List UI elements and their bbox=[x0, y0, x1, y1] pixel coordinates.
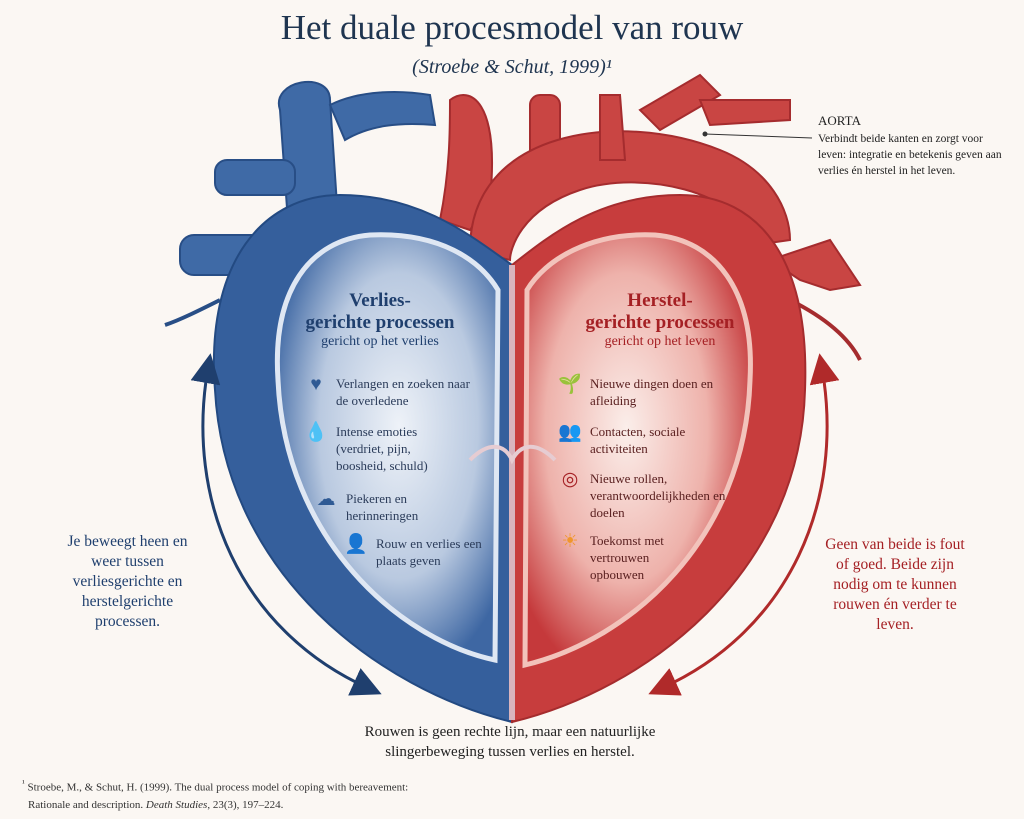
loss-item: ♥ Verlangen en zoeken naar de overledene bbox=[304, 375, 484, 409]
restoration-heading-line-2: gerichte processen bbox=[585, 312, 735, 333]
restoration-item: 🌱 Nieuwe dingen doen en afleiding bbox=[558, 375, 728, 409]
loss-subheading: gericht op het verlies bbox=[321, 334, 439, 349]
loss-heading: Verlies- gerichte processen gericht op h… bbox=[290, 290, 470, 350]
restoration-item: ◎ Nieuwe rollen, verantwoordelijkheden e… bbox=[558, 470, 748, 521]
loss-heading-line-2: gerichte processen bbox=[305, 312, 455, 333]
oscillation-arrow-left bbox=[190, 353, 382, 696]
aorta-callout-line bbox=[704, 133, 813, 139]
restoration-item: 👥 Contacten, sociale activiteiten bbox=[558, 423, 728, 457]
person-icon: 👤 bbox=[344, 534, 368, 555]
oscillation-arrow-right bbox=[648, 353, 840, 696]
left-note: Je beweegt heen en weer tussen verliesge… bbox=[67, 533, 188, 630]
footnote: ¹ Stroebe, M., & Schut, H. (1999). The d… bbox=[22, 775, 408, 814]
sun-icon: ☀ bbox=[561, 531, 579, 552]
target-icon: ◎ bbox=[561, 469, 579, 490]
bottom-note: Rouwen is geen rechte lijn, maar een nat… bbox=[364, 724, 656, 760]
tear-drop-icon: 💧 bbox=[304, 422, 328, 443]
footnote-text: Stroebe, M., & Schut, H. (1999). The dua… bbox=[27, 781, 409, 794]
restoration-item-text: Contacten, sociale activiteiten bbox=[590, 424, 686, 456]
restoration-subheading: gericht op het leven bbox=[604, 334, 716, 349]
loss-item-text: Verlangen en zoeken naar de overledene bbox=[336, 376, 470, 408]
restoration-item-text: Toekomst met vertrouwen opbouwen bbox=[590, 533, 664, 582]
loss-item: 👤 Rouw en verlies een plaats geven bbox=[344, 535, 484, 569]
loss-heading-line-1: Verlies- bbox=[349, 290, 411, 311]
restoration-item-text: Nieuwe dingen doen en afleiding bbox=[590, 376, 714, 408]
loss-item: ☁ Piekeren en herinneringen bbox=[314, 490, 444, 524]
right-note: Geen van beide is fout of goed. Beide zi… bbox=[825, 536, 965, 633]
aorta-label: AORTA bbox=[818, 113, 861, 128]
right-chamber bbox=[522, 232, 753, 669]
citation-subtitle: (Stroebe & Schut, 1999)¹ bbox=[412, 56, 612, 78]
loss-item: 💧 Intense emoties (verdriet, pijn, boosh… bbox=[304, 423, 464, 474]
footnote-text: Rationale and description. bbox=[28, 798, 144, 811]
restoration-heading-line-1: Herstel- bbox=[627, 290, 693, 311]
loss-item-text: Piekeren en herinneringen bbox=[346, 491, 419, 523]
thought-cloud-icon: ☁ bbox=[316, 489, 336, 510]
sprout-icon: 🌱 bbox=[558, 374, 582, 395]
heart-icon: ♥ bbox=[310, 374, 322, 395]
footnote-marker: ¹ bbox=[22, 778, 25, 788]
page-title: Het duale procesmodel van rouw bbox=[280, 8, 744, 47]
aorta-vessels bbox=[438, 73, 862, 361]
loss-item-text: Rouw en verlies een plaats geven bbox=[376, 536, 482, 568]
footnote-text: , 23(3), 197–224. bbox=[207, 798, 284, 811]
restoration-heading: Herstel- gerichte processen gericht op h… bbox=[570, 290, 750, 350]
footnote-journal: Death Studies bbox=[145, 798, 208, 811]
aorta-description: Verbindt beide kanten en zorgt voor leve… bbox=[818, 133, 1002, 177]
loss-item-text: Intense emoties (verdriet, pijn, booshei… bbox=[336, 424, 428, 473]
restoration-item-text: Nieuwe rollen, verantwoordelijkheden en … bbox=[590, 471, 726, 520]
people-icon: 👥 bbox=[558, 422, 582, 443]
restoration-item: ☀ Toekomst met vertrouwen opbouwen bbox=[558, 532, 688, 583]
